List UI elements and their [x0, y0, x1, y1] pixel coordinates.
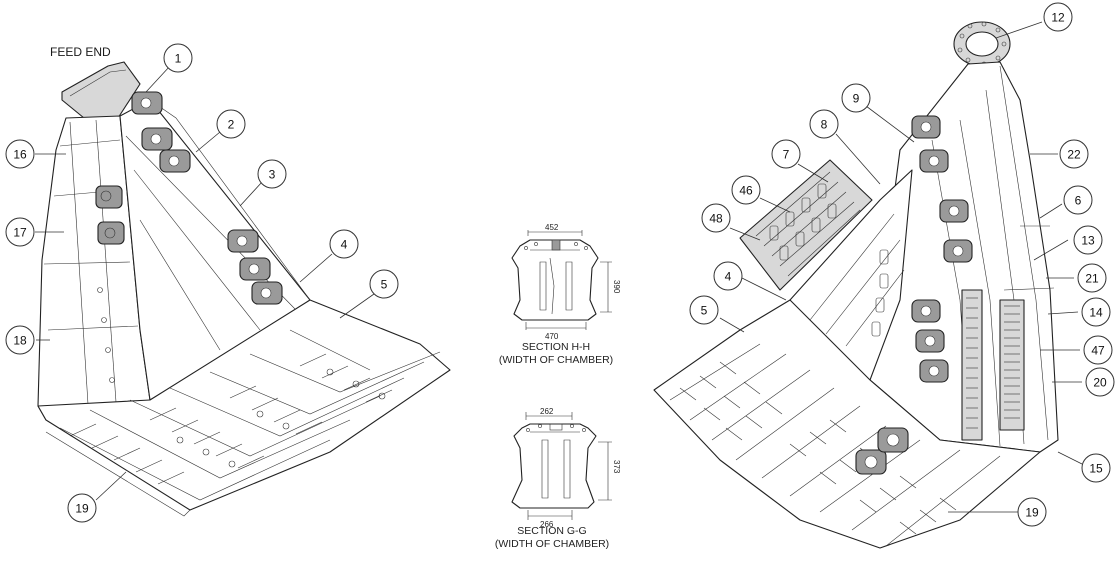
callout-circle — [1083, 335, 1113, 365]
callout-22: 22 — [1059, 139, 1089, 169]
left-assembly-view — [37, 61, 451, 517]
callout-circle — [369, 269, 399, 299]
right-assembly-view — [653, 21, 1059, 549]
callout-circle — [701, 203, 731, 233]
callout-12: 12 — [1043, 2, 1073, 32]
hh-dim-top: 452 — [545, 223, 559, 232]
callout-number: 6 — [1075, 194, 1082, 208]
callout-circle — [713, 261, 743, 291]
callout-circle — [67, 493, 97, 523]
hh-dim-bottom: 470 — [545, 332, 559, 341]
callout-number: 17 — [13, 226, 27, 240]
callout-5r: 5 — [689, 295, 719, 325]
hh-dim-side: 390 — [612, 280, 621, 294]
gg-dim-top: 262 — [540, 407, 554, 416]
section-gg-title: SECTION G-G — [517, 525, 586, 537]
callout-number: 47 — [1091, 344, 1105, 358]
callout-leaders — [35, 21, 1083, 513]
callout-18: 18 — [5, 325, 35, 355]
callout-number: 21 — [1085, 272, 1099, 286]
gg-dim-side: 373 — [612, 460, 621, 474]
callout-8: 8 — [809, 109, 839, 139]
callout-number: 19 — [1025, 506, 1039, 520]
callout-circle — [841, 83, 871, 113]
section-gg-subtitle: (WIDTH OF CHAMBER) — [495, 538, 609, 550]
callout-circle — [216, 109, 246, 139]
callout-circle — [1063, 185, 1093, 215]
section-gg-drawing — [511, 412, 612, 520]
callout-circle — [257, 159, 287, 189]
callout-circle — [1081, 453, 1111, 483]
callout-circle — [1077, 263, 1107, 293]
callout-number: 22 — [1067, 148, 1081, 162]
callout-circle — [5, 217, 35, 247]
callout-circle — [1073, 225, 1103, 255]
callout-19l: 19 — [67, 493, 97, 523]
callout-number: 9 — [853, 92, 860, 106]
section-hh-subtitle: (WIDTH OF CHAMBER) — [499, 354, 613, 366]
callout-2: 2 — [216, 109, 246, 139]
callout-17: 17 — [5, 217, 35, 247]
callout-number: 1 — [175, 52, 182, 66]
callout-15: 15 — [1081, 453, 1111, 483]
callout-21: 21 — [1077, 263, 1107, 293]
section-hh-drawing — [511, 230, 612, 330]
callout-19r: 19 — [1017, 497, 1047, 527]
callout-1: 1 — [163, 43, 193, 73]
callout-5l: 5 — [369, 269, 399, 299]
callout-6: 6 — [1063, 185, 1093, 215]
callout-number: 5 — [701, 304, 708, 318]
callout-16: 16 — [5, 139, 35, 169]
callout-number: 46 — [739, 184, 753, 198]
callout-circle — [771, 139, 801, 169]
callout-circle — [5, 325, 35, 355]
callout-circle — [731, 175, 761, 205]
callout-number: 48 — [709, 212, 723, 226]
callout-number: 14 — [1089, 306, 1103, 320]
callout-number: 13 — [1081, 234, 1095, 248]
callout-number: 4 — [341, 238, 348, 252]
section-hh-title: SECTION H-H — [522, 341, 590, 353]
callout-number: 4 — [725, 270, 732, 284]
callout-circle — [1085, 367, 1115, 397]
callout-4l: 4 — [329, 229, 359, 259]
feed-end-label: FEED END — [50, 45, 111, 59]
callout-number: 2 — [228, 118, 235, 132]
callout-number: 15 — [1089, 462, 1103, 476]
callout-circle — [1059, 139, 1089, 169]
callout-number: 12 — [1051, 11, 1065, 25]
callout-20: 20 — [1085, 367, 1115, 397]
callout-circle — [163, 43, 193, 73]
callout-number: 16 — [13, 148, 27, 162]
callout-9: 9 — [841, 83, 871, 113]
callout-number: 19 — [75, 502, 89, 516]
callout-circle — [809, 109, 839, 139]
callout-circle — [689, 295, 719, 325]
callout-number: 7 — [783, 148, 790, 162]
callout-47: 47 — [1083, 335, 1113, 365]
callout-circle — [1017, 497, 1047, 527]
callout-number: 5 — [381, 278, 388, 292]
gg-dim-bottom: 266 — [540, 520, 554, 529]
callout-7: 7 — [771, 139, 801, 169]
callout-46: 46 — [731, 175, 761, 205]
callout-number: 8 — [821, 118, 828, 132]
callout-circle — [329, 229, 359, 259]
callout-13: 13 — [1073, 225, 1103, 255]
callout-number: 3 — [269, 168, 276, 182]
callout-number: 18 — [13, 334, 27, 348]
callout-number: 20 — [1093, 376, 1107, 390]
callout-bubbles: 1234516171819129874648452261321144720151… — [5, 2, 1115, 527]
callout-circle — [5, 139, 35, 169]
callout-4r: 4 — [713, 261, 743, 291]
callout-circle — [1043, 2, 1073, 32]
callout-14: 14 — [1081, 297, 1111, 327]
callout-circle — [1081, 297, 1111, 327]
callout-48: 48 — [701, 203, 731, 233]
callout-3: 3 — [257, 159, 287, 189]
